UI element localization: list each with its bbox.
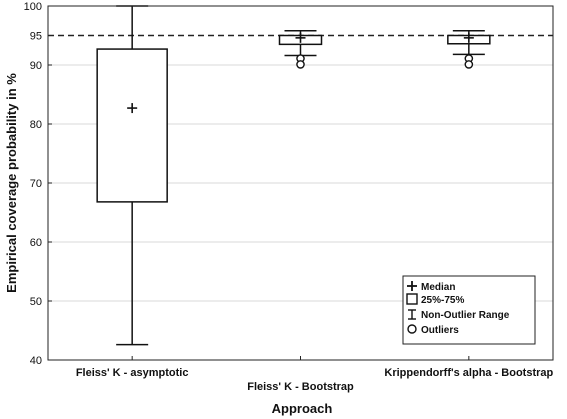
legend-outlier-label: Outliers <box>421 325 459 336</box>
legend-whisker-label: Non-Outlier Range <box>421 310 510 321</box>
y-tick-label-90: 90 <box>30 60 42 72</box>
y-tick-label-95: 95 <box>30 31 42 43</box>
y-tick-label-50: 50 <box>30 296 42 308</box>
y-tick-label-100: 100 <box>24 1 42 13</box>
box-iqr-0 <box>96 48 168 203</box>
legend-median-icon <box>407 281 417 291</box>
legend-box-label: 25%-75% <box>421 295 464 306</box>
y-axis-title: Empirical coverage probability in % <box>4 73 19 293</box>
outlier-1-1 <box>296 60 305 69</box>
boxes <box>96 5 491 346</box>
y-tick-label-80: 80 <box>30 119 42 131</box>
legend-median-label: Median <box>421 282 455 293</box>
y-axis-ticks: 40 50 60 70 80 90 95 100 <box>24 1 52 367</box>
y-tick-label-40: 40 <box>30 355 42 367</box>
outlier-2-1 <box>464 60 474 69</box>
x-tick-label-2: Krippendorff's alpha - Bootstrap <box>384 367 553 379</box>
x-axis-title: Approach <box>272 401 333 416</box>
legend: Median 25%-75% Non-Outlier Range Outlier… <box>402 275 536 345</box>
x-tick-label-0: Fleiss' K - asymptotic <box>76 367 189 379</box>
x-tick-label-1: Fleiss' K - Bootstrap <box>247 381 354 393</box>
legend-whisker-icon <box>408 309 416 320</box>
legend-box <box>402 275 536 345</box>
y-tick-label-60: 60 <box>30 237 42 249</box>
legend-outlier-icon <box>407 324 417 334</box>
legend-box-icon <box>406 293 418 305</box>
y-tick-label-70: 70 <box>30 178 42 190</box>
